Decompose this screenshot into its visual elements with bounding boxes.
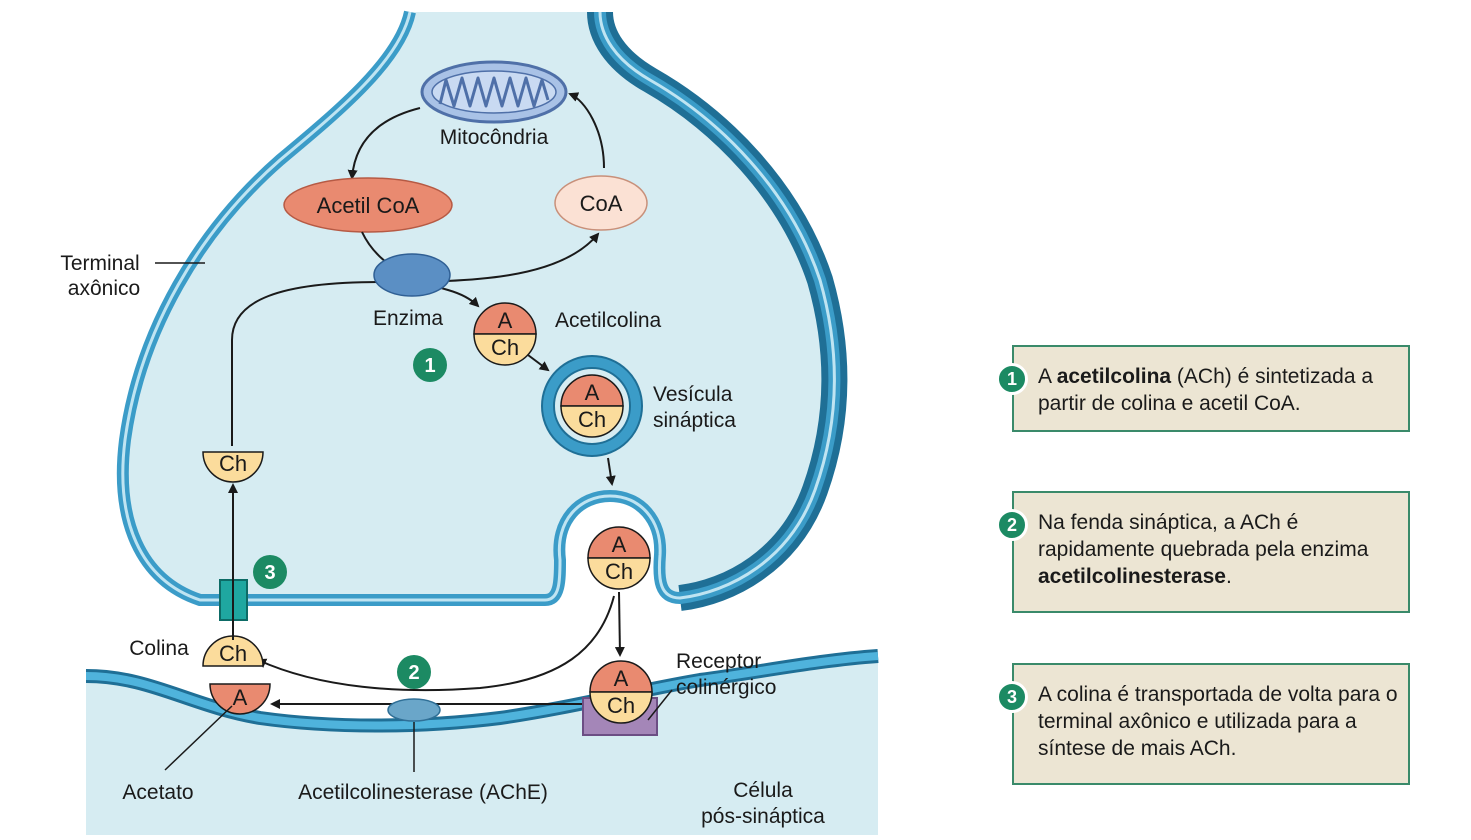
arrow-to-mitochondria — [568, 92, 605, 169]
acetyl-coa-label: Acetil CoA — [317, 193, 420, 218]
mitochondria-icon — [420, 60, 568, 124]
acetyl-coa-node: Acetil CoA — [283, 177, 453, 233]
vesicle-label-1: Vesícula — [653, 383, 733, 406]
enzyme-label: Enzima — [373, 307, 443, 330]
legend-badge-1: 1 — [996, 363, 1028, 395]
choline-label: Ch — [578, 407, 606, 432]
acetyl-label: A — [585, 380, 600, 405]
acetate-in-cleft: A — [209, 683, 271, 715]
postsynaptic-cell — [85, 649, 879, 835]
arrow-ach-to-vesicle — [527, 354, 550, 372]
coa-node: CoA — [554, 175, 648, 231]
svg-text:3: 3 — [264, 562, 275, 584]
acetylcholine-label: Acetilcolina — [555, 309, 662, 332]
legend-step-1: 1 A acetilcolina (ACh) é sintetizada a p… — [996, 345, 1410, 432]
legend-text-1: A acetilcolina (ACh) é sintetizada a par… — [1038, 365, 1374, 415]
acetyl-label: A — [498, 308, 513, 333]
choline-in-terminal: Ch — [202, 451, 264, 483]
choline-label: Ch — [219, 641, 247, 666]
legend-badge-3: 3 — [996, 681, 1028, 713]
arrow-vesicle-to-membrane — [605, 457, 616, 486]
acetyl-label: A — [612, 532, 627, 557]
choline-label: Ch — [607, 693, 635, 718]
legend-step-2: 2 Na fenda sináptica, a ACh é rapidament… — [996, 491, 1410, 613]
acetate-leader — [164, 705, 233, 771]
ache-enzyme-icon — [387, 698, 441, 722]
postsynaptic-label-1: Célula — [733, 779, 793, 802]
acetylcholine-molecule: A Ch — [473, 302, 537, 366]
legend-badge-2: 2 — [996, 509, 1028, 541]
step-3-badge: 3 — [253, 555, 287, 589]
step-1-badge: 1 — [413, 348, 447, 382]
acetyl-label: A — [614, 666, 629, 691]
legend-step-3: 3 A colina é transportada de volta para … — [996, 663, 1410, 785]
mitochondria-label: Mitocôndria — [440, 126, 549, 149]
acetate-label: Acetato — [122, 781, 193, 804]
svg-text:2: 2 — [408, 662, 419, 684]
released-acetylcholine: A Ch — [587, 526, 651, 590]
synaptic-vesicle: A Ch — [541, 355, 643, 457]
choline-label: Ch — [491, 335, 519, 360]
choline-in-cleft: Ch — [202, 635, 264, 667]
choline-label: Ch — [219, 451, 247, 476]
legend-text-3: A colina é transportada de volta para o … — [1038, 683, 1398, 760]
acetyl-label: A — [233, 685, 248, 710]
receptor-leader — [647, 689, 673, 721]
bound-acetylcholine: A Ch — [589, 660, 653, 724]
ache-label: Acetilcolinesterase (AChE) — [298, 781, 548, 804]
arrow-ach-to-choline — [256, 595, 615, 692]
arrow-to-acetyl-coa — [347, 107, 421, 180]
arrow-acetyl-coa-to-ach — [361, 231, 480, 308]
choline-label: Ch — [605, 559, 633, 584]
postsynaptic-label-2: pós-sináptica — [701, 805, 825, 828]
receptor-label-2: colinérgico — [676, 676, 776, 699]
axon-terminal-label-1: Terminal — [60, 252, 139, 275]
arrow-ach-to-receptor — [614, 591, 625, 657]
receptor-label-1: Receptor — [676, 650, 761, 673]
svg-text:1: 1 — [424, 355, 435, 377]
enzyme-icon — [373, 253, 451, 297]
step-2-badge: 2 — [397, 655, 431, 689]
legend-text-2: Na fenda sináptica, a ACh é rapidamente … — [1038, 511, 1369, 588]
vesicle-label-2: sináptica — [653, 409, 736, 432]
choline-label-text: Colina — [129, 637, 189, 660]
axon-terminal-label-2: axônico — [68, 277, 140, 300]
coa-label: CoA — [580, 191, 623, 216]
